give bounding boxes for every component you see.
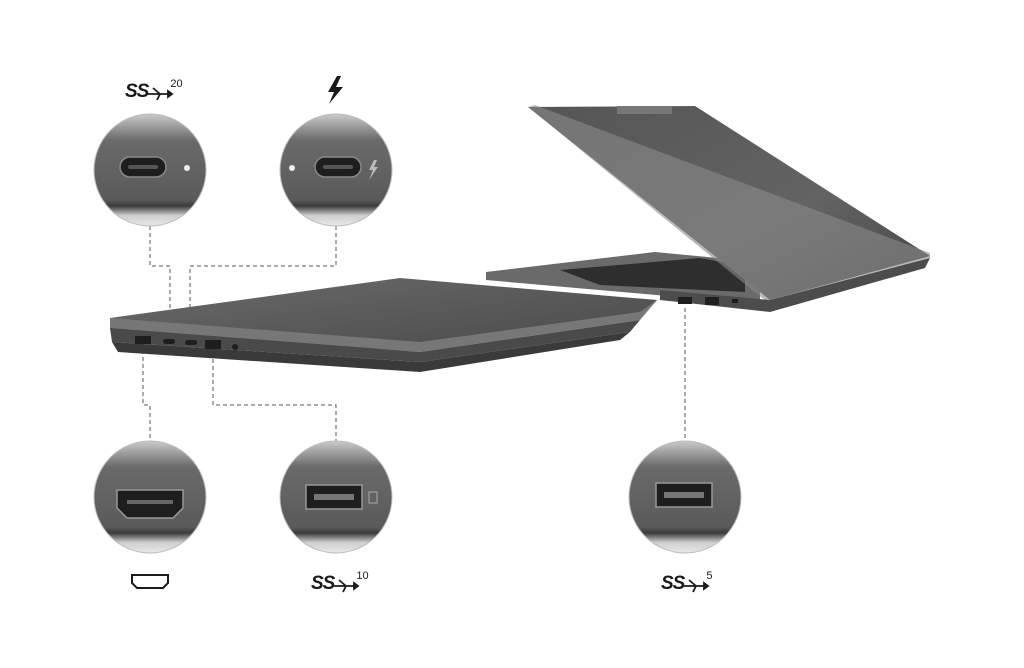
zoom-usb-a-5-port <box>629 441 741 553</box>
superspeed-prefix: SS <box>125 81 149 102</box>
side-hdmi-port <box>135 336 151 344</box>
usb-c-20-label: SS 20 <box>125 77 183 103</box>
superspeed-prefix: SS <box>311 573 335 594</box>
usb-a-10-label: SS 10 <box>311 569 369 595</box>
superspeed-prefix: SS <box>661 573 685 594</box>
closed-laptop <box>110 278 657 372</box>
leader-line-thunderbolt <box>189 226 337 335</box>
zoom-usb-c-port <box>94 114 206 226</box>
zoom-thunderbolt-port <box>280 114 392 226</box>
usb-speed-value: 20 <box>170 77 183 90</box>
superspeed-usb-icon <box>684 579 710 593</box>
side-audio-jack <box>232 344 238 350</box>
thunderbolt-icon <box>328 76 343 104</box>
superspeed-usb-icon <box>148 87 174 101</box>
side-usb-a-port <box>205 340 221 349</box>
leader-line-usb-c <box>149 226 171 335</box>
usb-speed-value: 10 <box>356 569 369 582</box>
zoom-hdmi-port <box>94 441 206 553</box>
leader-lines <box>142 226 686 441</box>
usb-speed-value: 5 <box>706 569 713 582</box>
leader-line-hdmi <box>142 350 151 441</box>
hdmi-icon <box>131 574 169 589</box>
rear-ethernet-port <box>705 297 719 305</box>
superspeed-usb-icon <box>334 579 360 593</box>
usb-a-5-label: SS 5 <box>661 569 713 595</box>
side-usb-c-port-2 <box>185 340 197 345</box>
rear-lock-slot <box>732 299 738 303</box>
open-laptop <box>486 105 930 312</box>
side-usb-c-port-1 <box>163 339 175 344</box>
rear-usb-a-port <box>678 297 692 304</box>
leader-line-usb-a-10 <box>212 352 337 441</box>
zoom-usb-a-10-port <box>280 441 392 553</box>
